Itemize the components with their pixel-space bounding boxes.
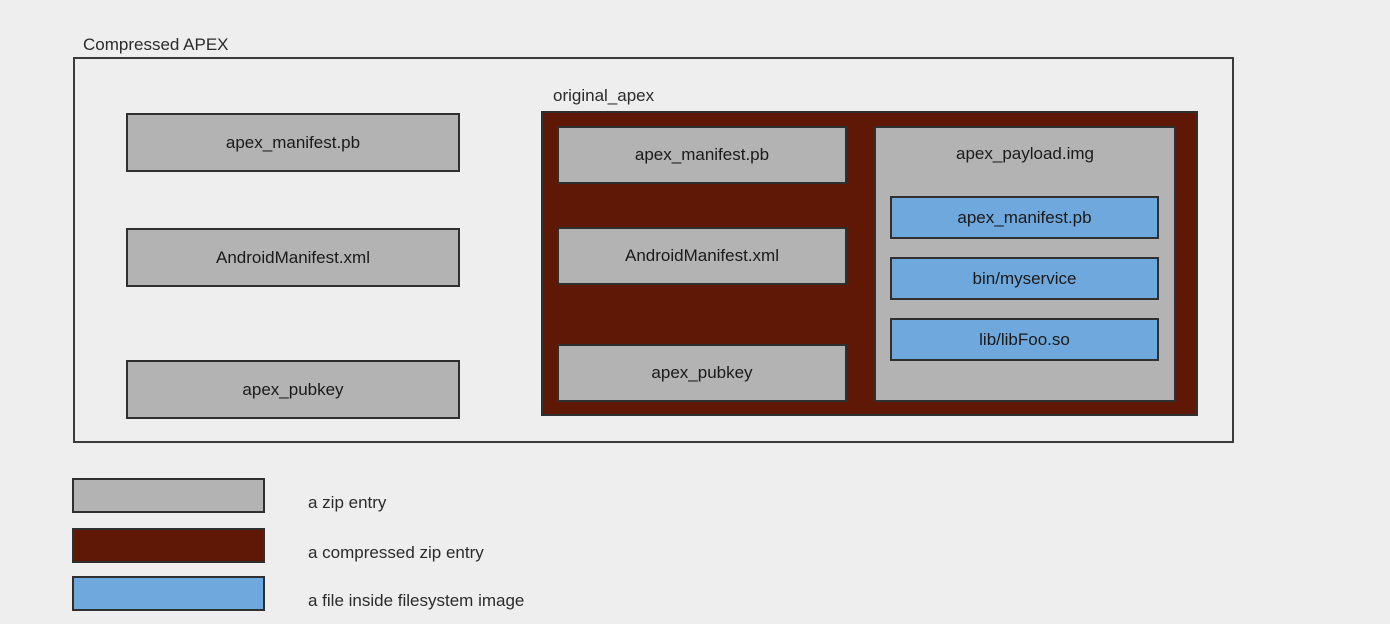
fs-file-apex-manifest: apex_manifest.pb (890, 196, 1159, 239)
legend-swatch-filesystem-file (72, 576, 265, 611)
compressed-apex-label: Compressed APEX (83, 35, 229, 54)
legend-label-compressed-zip-entry: a compressed zip entry (308, 543, 484, 562)
original-apex-entry-android-manifest: AndroidManifest.xml (557, 227, 847, 285)
legend-swatch-compressed-zip-entry (72, 528, 265, 563)
original-apex-label: original_apex (553, 86, 655, 105)
zip-entry-apex-pubkey: apex_pubkey (126, 360, 460, 419)
legend-swatch-zip-entry (72, 478, 265, 513)
zip-entry-apex-manifest: apex_manifest.pb (126, 113, 460, 172)
fs-file-lib-libfoo: lib/libFoo.so (890, 318, 1159, 361)
legend-label-filesystem-file: a file inside filesystem image (308, 591, 525, 610)
original-apex-entry-apex-pubkey: apex_pubkey (557, 344, 847, 402)
fs-file-bin-myservice: bin/myservice (890, 257, 1159, 300)
zip-entry-android-manifest: AndroidManifest.xml (126, 228, 460, 287)
legend-label-zip-entry: a zip entry (308, 493, 387, 512)
original-apex-entry-apex-manifest: apex_manifest.pb (557, 126, 847, 184)
